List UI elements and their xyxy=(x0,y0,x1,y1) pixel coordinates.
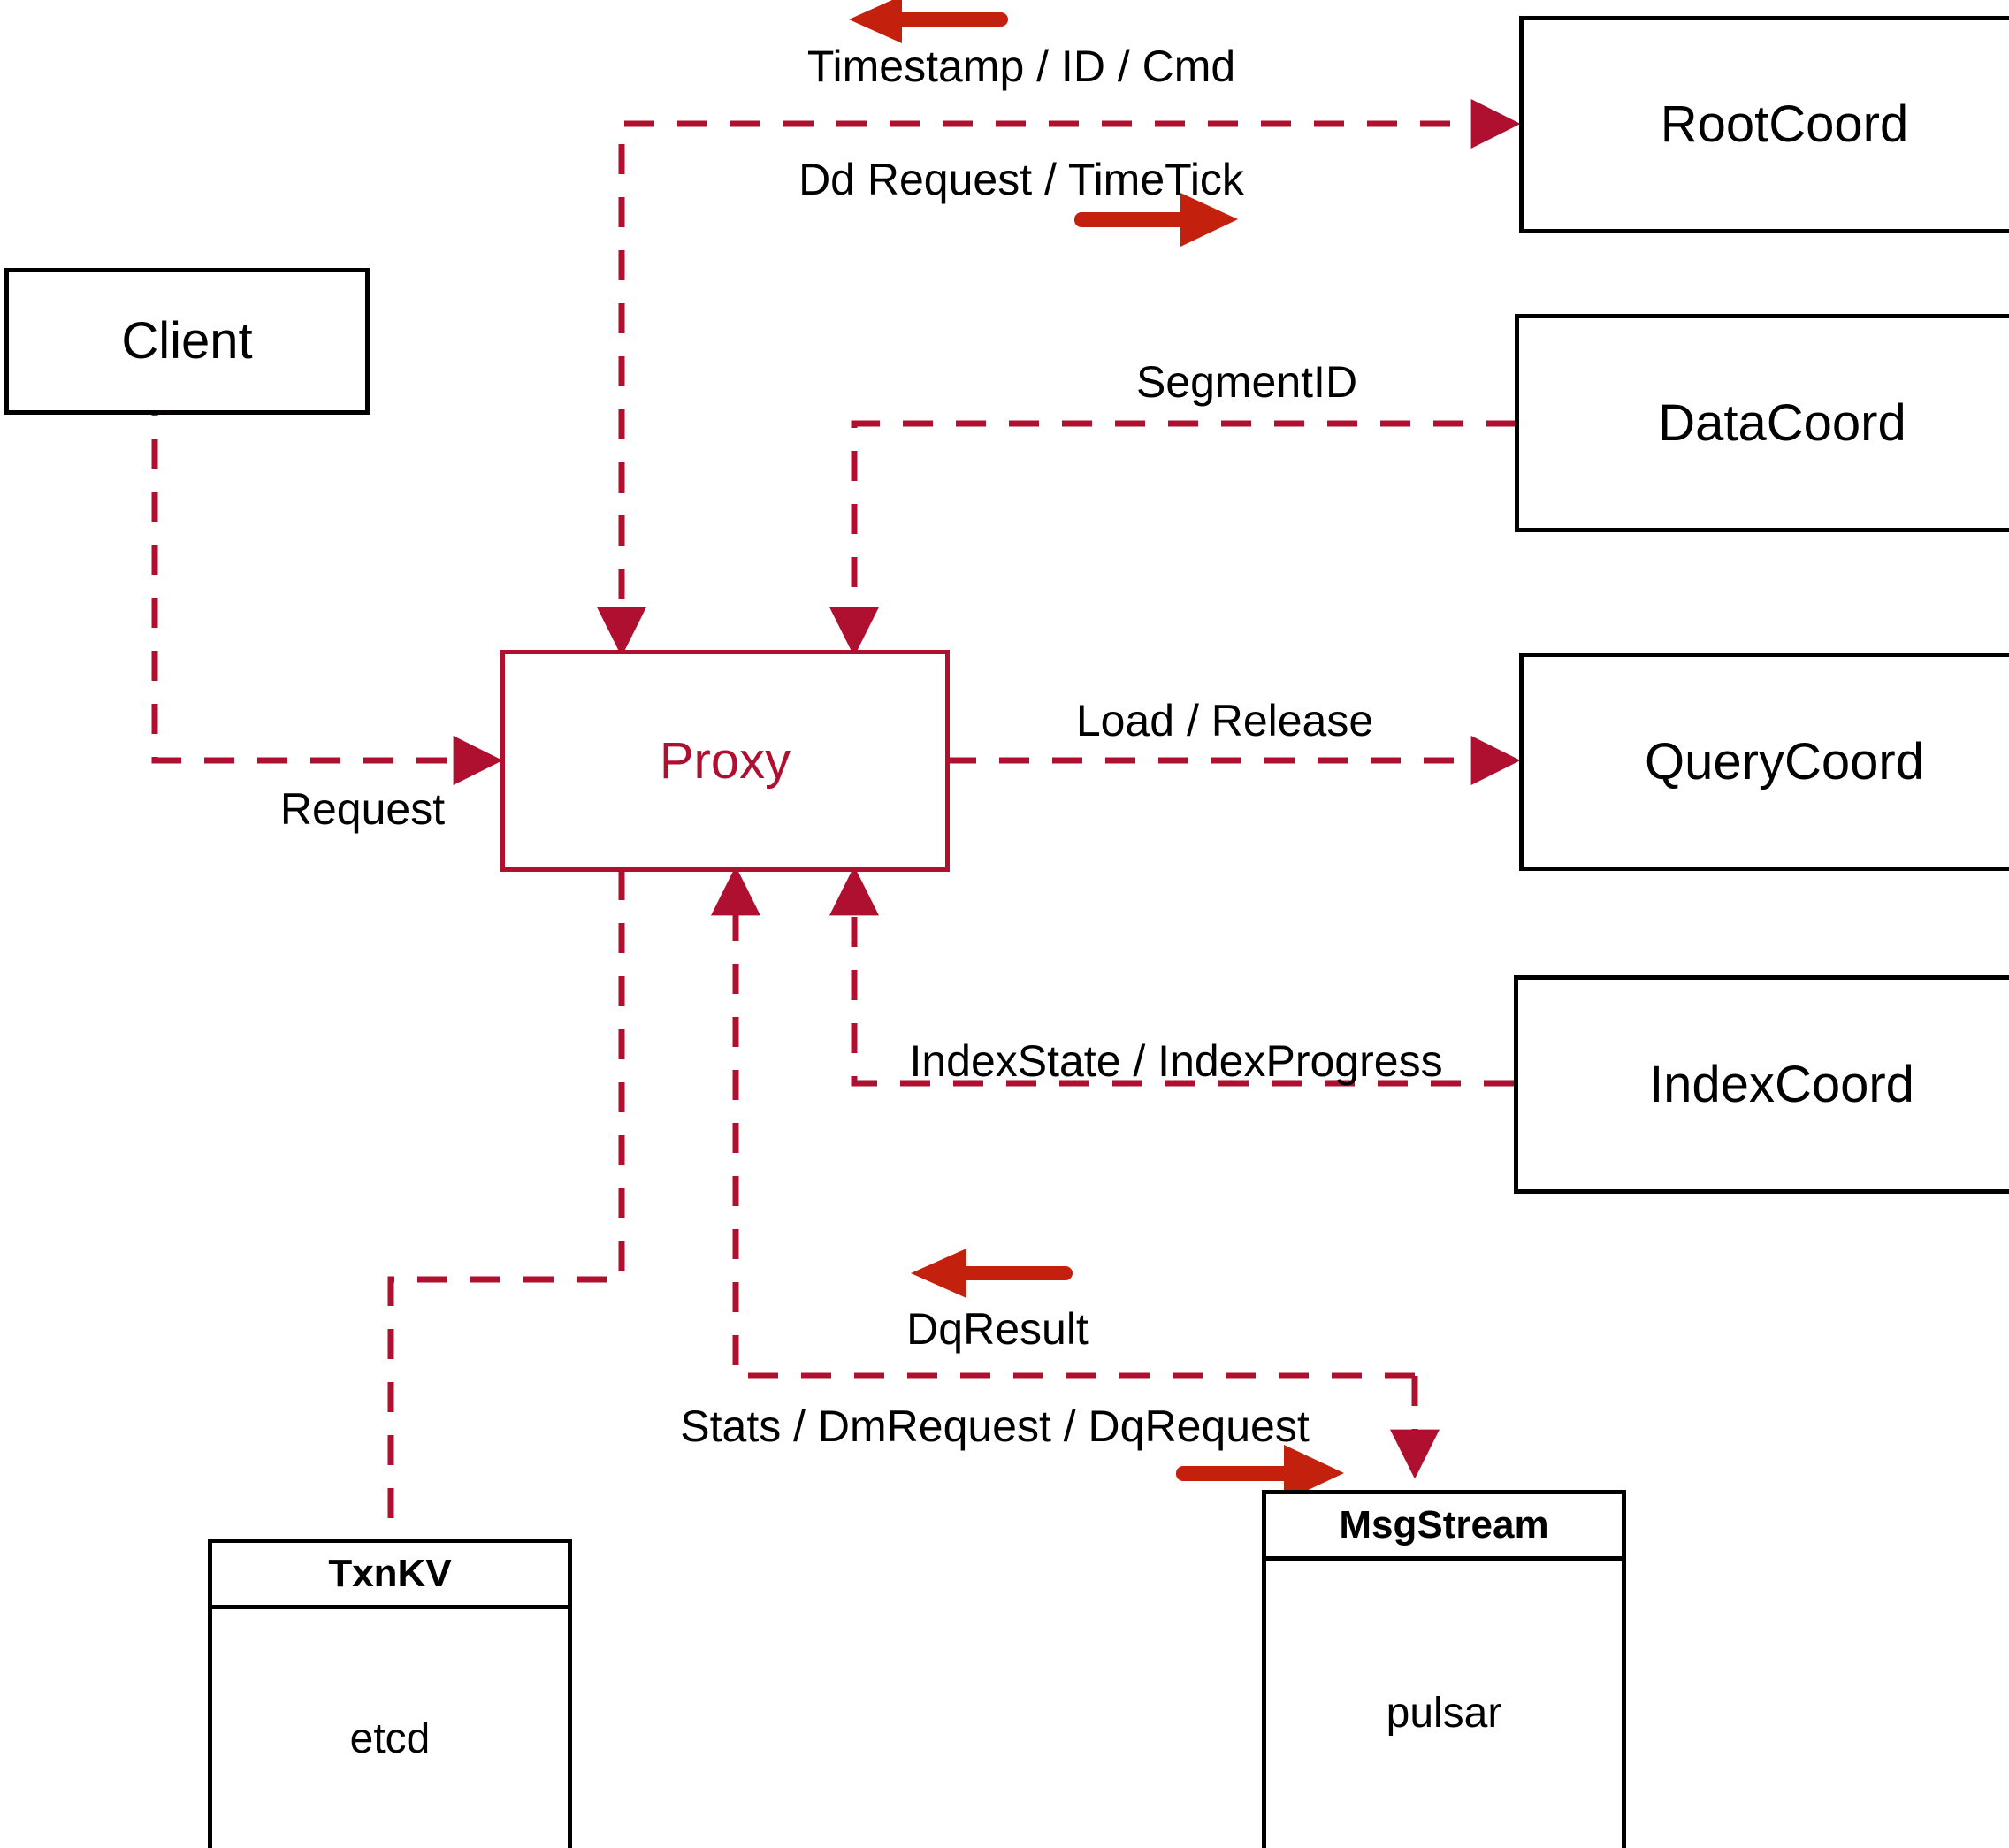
node-datacoord-label: DataCoord xyxy=(1658,393,1906,452)
node-proxy-label: Proxy xyxy=(659,731,791,790)
node-txnkv-body: etcd xyxy=(349,1715,431,1762)
edge-label-index-state-progress: IndexState / IndexProgress xyxy=(909,1036,1443,1086)
node-msgstream[interactable]: MsgStream pulsar xyxy=(1262,1490,1626,1848)
edge-msgstream-to-proxy xyxy=(711,866,1415,1379)
node-datacoord[interactable]: DataCoord xyxy=(1515,314,2009,532)
dq-result-direction-icon xyxy=(911,1249,1073,1298)
node-txnkv[interactable]: TxnKV etcd xyxy=(208,1539,572,1848)
edge-datacoord-to-proxy xyxy=(829,420,1516,657)
edge-indexcoord-to-proxy xyxy=(829,866,1514,1087)
stats-dm-dq-request-direction-icon xyxy=(1176,1445,1344,1501)
edge-label-dq-result: DqResult xyxy=(906,1304,1089,1354)
edge-label-dd-request-timetick: Dd Request / TimeTick xyxy=(798,155,1244,204)
node-msgstream-header: MsgStream xyxy=(1266,1494,1622,1561)
node-rootcoord-label: RootCoord xyxy=(1660,95,1909,153)
edge-label-timestamp-id-cmd: Timestamp / ID / Cmd xyxy=(806,42,1236,91)
node-proxy[interactable]: Proxy xyxy=(500,650,950,872)
edge-label-load-release: Load / Release xyxy=(1075,696,1374,745)
node-msgstream-body: pulsar xyxy=(1386,1690,1502,1737)
edge-label-request: Request xyxy=(279,784,446,834)
node-txnkv-header: TxnKV xyxy=(212,1543,568,1609)
node-indexcoord[interactable]: IndexCoord xyxy=(1514,975,2009,1194)
edge-label-stats-dm-dq-request: Stats / DmRequest / DqRequest xyxy=(680,1401,1310,1451)
edge-client-to-proxy xyxy=(151,386,503,785)
edge-proxy-to-txnkv xyxy=(387,870,625,1539)
node-querycoord-label: QueryCoord xyxy=(1645,732,1924,790)
edge-label-segment-id: SegmentID xyxy=(1135,357,1358,407)
node-rootcoord[interactable]: RootCoord xyxy=(1519,16,2009,233)
edge-proxy-to-rootcoord xyxy=(618,99,1521,652)
node-client-label: Client xyxy=(121,312,253,370)
node-querycoord[interactable]: QueryCoord xyxy=(1519,653,2009,871)
timestamp-id-cmd-direction-icon xyxy=(849,0,1008,43)
dd-request-timetick-direction-icon xyxy=(1074,193,1238,247)
node-client[interactable]: Client xyxy=(4,268,370,415)
node-indexcoord-label: IndexCoord xyxy=(1649,1055,1914,1113)
